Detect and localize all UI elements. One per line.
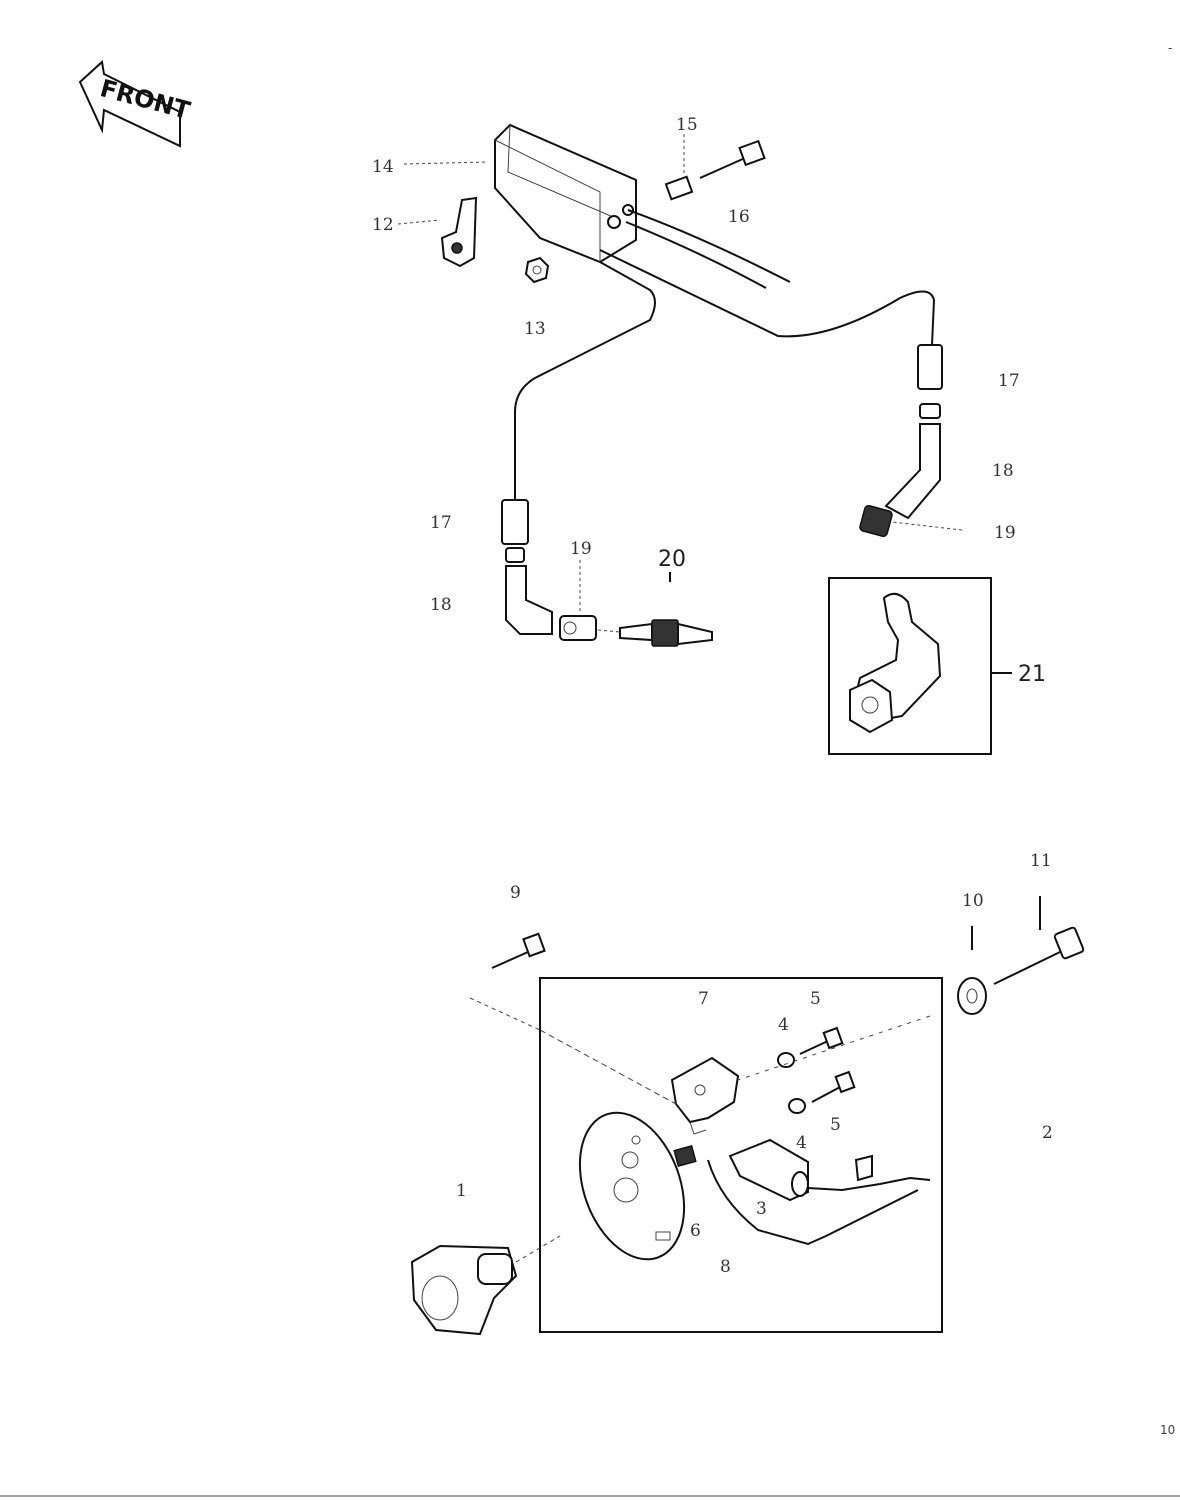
callout-4-lower: 4 xyxy=(796,1133,807,1153)
callout-15: 15 xyxy=(676,115,698,135)
ht-lead-left xyxy=(514,261,656,500)
callout-14: 14 xyxy=(372,157,394,177)
condenser xyxy=(728,1138,931,1202)
spark-plug xyxy=(597,619,713,647)
ignition-coil xyxy=(494,123,637,264)
callout-16: 16 xyxy=(728,207,750,227)
callout-21: 21 xyxy=(1018,662,1046,687)
callout-2: 2 xyxy=(1042,1123,1053,1143)
edge-mark-top-right: - xyxy=(1168,41,1172,55)
callout-4-upper: 4 xyxy=(778,1015,789,1035)
callout-17-right: 17 xyxy=(998,371,1020,391)
bolt-11 xyxy=(993,926,1085,985)
callout-5-lower: 5 xyxy=(830,1115,841,1135)
front-arrow-icon: FRONT xyxy=(78,60,194,148)
callout-20: 20 xyxy=(658,547,686,572)
breaker-frame xyxy=(539,977,943,1333)
advancer-unit xyxy=(410,1235,561,1336)
leader-lines xyxy=(397,134,1041,1105)
callout-11: 11 xyxy=(1030,851,1052,871)
coil-bolt xyxy=(699,139,766,179)
ht-lead-right xyxy=(599,249,936,346)
plug-cap-right xyxy=(859,344,943,538)
callout-6: 6 xyxy=(690,1221,701,1241)
coil-nut xyxy=(524,256,550,284)
callout-1: 1 xyxy=(456,1181,467,1201)
callout-8: 8 xyxy=(720,1257,731,1277)
callout-19-left: 19 xyxy=(570,539,592,559)
contact-breaker xyxy=(670,1056,740,1135)
edge-mark-right: 10 xyxy=(1160,1423,1175,1437)
screw-5-lower xyxy=(811,1070,856,1103)
screw-5-upper xyxy=(799,1026,844,1055)
callout-19-right: 19 xyxy=(994,523,1016,543)
washer-10 xyxy=(957,977,987,1015)
callout-17-left: 17 xyxy=(430,513,452,533)
callout-18-left: 18 xyxy=(430,595,452,615)
callout-10: 10 xyxy=(962,891,984,911)
plug-cap-left xyxy=(501,499,597,641)
callout-13: 13 xyxy=(524,319,546,339)
primary-wires xyxy=(625,209,791,289)
washer-4-lower xyxy=(788,1098,806,1114)
bolt-9 xyxy=(491,932,546,969)
washer-4-upper xyxy=(777,1052,795,1068)
callout-5-upper: 5 xyxy=(810,989,821,1009)
coil-bracket xyxy=(440,196,478,268)
coil-spacer xyxy=(664,175,694,201)
lead-wire xyxy=(707,1159,919,1246)
callout-9: 9 xyxy=(510,883,521,903)
callout-12: 12 xyxy=(372,215,394,235)
callout-3: 3 xyxy=(756,1199,767,1219)
felt-pad xyxy=(673,1145,697,1167)
callout-7: 7 xyxy=(698,989,709,1009)
callout-18-right: 18 xyxy=(992,461,1014,481)
inset-frame xyxy=(828,577,992,755)
callouts: 14 12 13 15 16 17 18 19 17 18 19 20 21 9… xyxy=(372,115,1053,1277)
breaker-base-plate xyxy=(578,1111,686,1261)
